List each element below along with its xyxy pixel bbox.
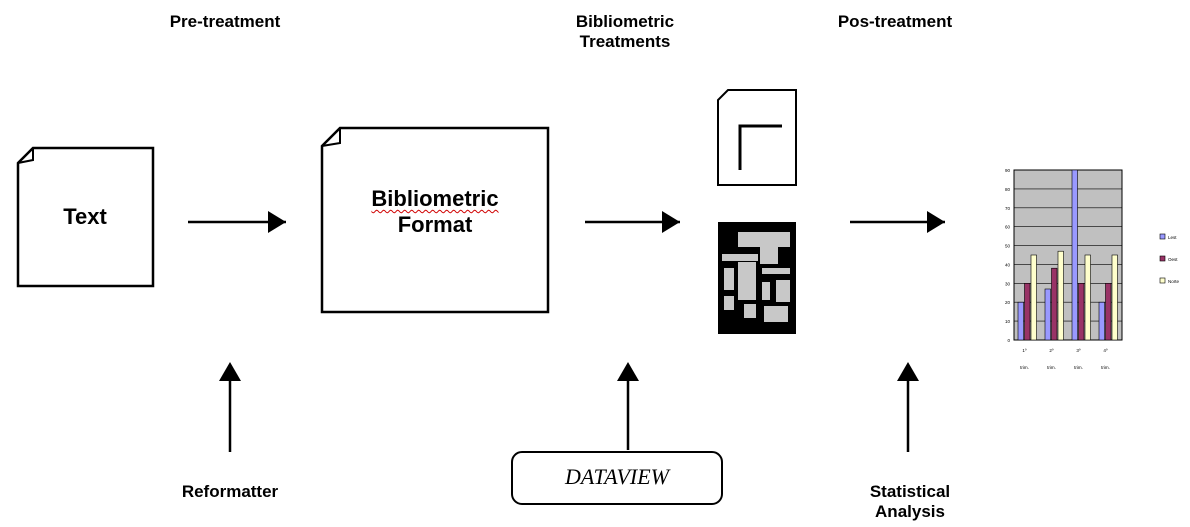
bibliometric-format-label: Bibliometric Format bbox=[340, 186, 530, 238]
mini-chart-x-tick: 1º bbox=[1022, 348, 1027, 353]
mini-chart-x-tick: 4º bbox=[1103, 348, 1108, 353]
mini-chart-bar bbox=[1030, 254, 1037, 341]
mini-chart-bar bbox=[1044, 288, 1051, 341]
mini-chart-y-tick: 10 bbox=[1005, 319, 1011, 324]
mini-chart-legend-swatch bbox=[1159, 277, 1166, 284]
stage-bibliometric-treatments-line1: Bibliometric bbox=[575, 12, 675, 31]
mini-chart-y-tick: 40 bbox=[1005, 262, 1011, 267]
reformatter-label: Reformatter bbox=[181, 482, 279, 501]
bibliometric-format-line1: Bibliometric bbox=[371, 186, 499, 211]
stage-bibliometric-treatments-line2: Treatments bbox=[579, 32, 671, 51]
dataview-label: DATAVIEW bbox=[565, 464, 669, 489]
mini-chart-bar bbox=[1111, 254, 1118, 341]
treatment-page-icon bbox=[717, 89, 797, 186]
mini-chart-legend-swatch bbox=[1159, 233, 1166, 240]
statistical-analysis-label: Statistical Analysis bbox=[800, 482, 1020, 522]
mini-chart-y-tick: 0 bbox=[1007, 338, 1010, 343]
bibliometric-format-document bbox=[320, 126, 550, 314]
mini-chart-y-tick: 60 bbox=[1005, 225, 1011, 230]
mini-chart-y-tick: 80 bbox=[1005, 187, 1011, 192]
text-document-label: Text bbox=[63, 204, 107, 229]
mini-chart-x-tick: 2º bbox=[1049, 348, 1054, 353]
mini-chart-bar bbox=[1105, 283, 1112, 341]
treatment-layout-icon bbox=[718, 222, 796, 334]
stage-pre-treatment: Pre-treatment bbox=[169, 12, 281, 31]
mini-chart-legend-swatch bbox=[1159, 255, 1166, 262]
stage-bibliometric-treatments: Bibliometric Treatments bbox=[530, 12, 720, 52]
mini-chart-y-tick: 50 bbox=[1005, 244, 1011, 249]
mini-chart-y-tick: 70 bbox=[1005, 206, 1011, 211]
mini-chart-bar bbox=[1057, 250, 1064, 341]
mini-chart-y-tick: 30 bbox=[1005, 281, 1011, 286]
mini-chart-x-tick: trim. bbox=[1074, 365, 1083, 370]
stage-pos-treatment: Pos-treatment bbox=[837, 12, 953, 31]
mini-chart-bar bbox=[1084, 254, 1091, 341]
mini-chart-y-tick: 90 bbox=[1005, 168, 1011, 173]
statistical-analysis-line2: Analysis bbox=[875, 502, 945, 521]
statistical-analysis-line1: Statistical bbox=[869, 482, 951, 501]
bibliometric-format-line2: Format bbox=[397, 212, 473, 237]
mini-chart-legend-label: Lest bbox=[1168, 235, 1177, 240]
text-document bbox=[16, 146, 155, 288]
mini-chart: 90 80 70 60 50 40 30 20 10 0 1º trim. 2º trim. 3º trim.… bbox=[1005, 168, 1180, 370]
mini-chart-bar bbox=[1071, 169, 1078, 341]
mini-chart-x-tick: trim. bbox=[1101, 365, 1110, 370]
mini-chart-bar bbox=[1024, 283, 1031, 341]
mini-chart-bar bbox=[1017, 301, 1024, 341]
mini-chart-legend-label: Oest bbox=[1168, 257, 1178, 262]
mini-chart-legend-label: Norte bbox=[1168, 279, 1180, 284]
mini-chart-x-tick: 3º bbox=[1076, 348, 1081, 353]
mini-chart-bar bbox=[1078, 283, 1085, 341]
dataview-box bbox=[511, 451, 723, 505]
mini-chart-x-tick: trim. bbox=[1047, 365, 1056, 370]
mini-chart-bar bbox=[1098, 301, 1105, 341]
mini-chart-bar bbox=[1051, 267, 1058, 341]
mini-chart-y-tick: 20 bbox=[1005, 300, 1011, 305]
mini-chart-x-tick: trim. bbox=[1020, 365, 1029, 370]
